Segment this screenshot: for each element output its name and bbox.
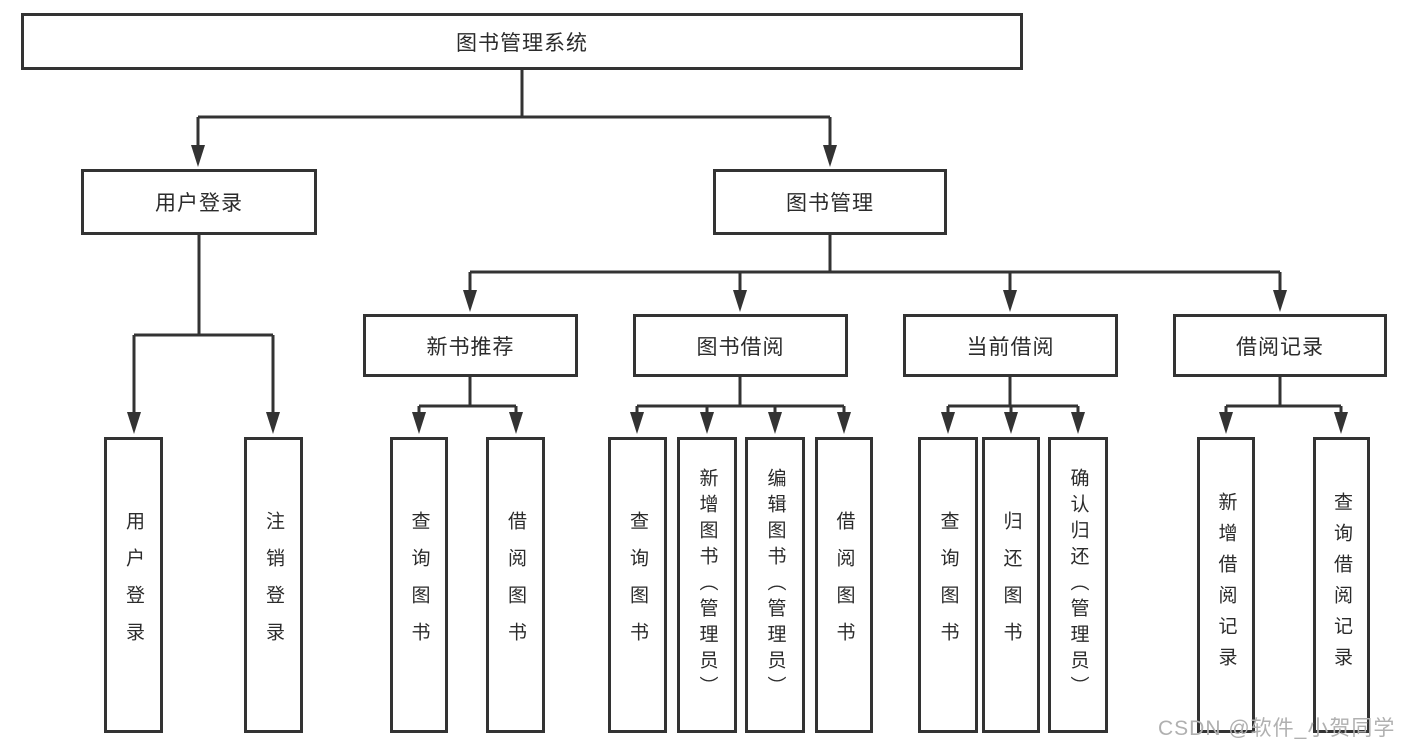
- leaf-confirm-return-admin: 确认归还（管理员）: [1048, 437, 1108, 733]
- leaf-borrow-books-borrowing: 借阅图书: [815, 437, 873, 733]
- csdn-watermark: CSDN @软件_小贺同学: [1158, 717, 1396, 740]
- leaf-query-borrow-record: 查询借阅记录: [1313, 437, 1370, 733]
- leaf-add-books-admin: 新增图书（管理员）: [677, 437, 737, 733]
- node-library-management-system: 图书管理系统: [21, 13, 1023, 70]
- leaf-logout: 注销登录: [244, 437, 303, 733]
- leaf-query-books-borrowing: 查询图书: [608, 437, 667, 733]
- node-new-book-recommendation: 新书推荐: [363, 314, 578, 377]
- node-user-login: 用户登录: [81, 169, 317, 235]
- leaf-edit-books-admin: 编辑图书（管理员）: [745, 437, 805, 733]
- leaf-query-books-recommend: 查询图书: [390, 437, 448, 733]
- leaf-query-books-current: 查询图书: [918, 437, 978, 733]
- leaf-user-login: 用户登录: [104, 437, 163, 733]
- node-borrowing-records: 借阅记录: [1173, 314, 1387, 377]
- leaf-return-books: 归还图书: [982, 437, 1040, 733]
- node-book-management: 图书管理: [713, 169, 947, 235]
- node-current-borrowing: 当前借阅: [903, 314, 1118, 377]
- node-book-borrowing: 图书借阅: [633, 314, 848, 377]
- leaf-borrow-books-recommend: 借阅图书: [486, 437, 545, 733]
- leaf-add-borrow-record: 新增借阅记录: [1197, 437, 1255, 733]
